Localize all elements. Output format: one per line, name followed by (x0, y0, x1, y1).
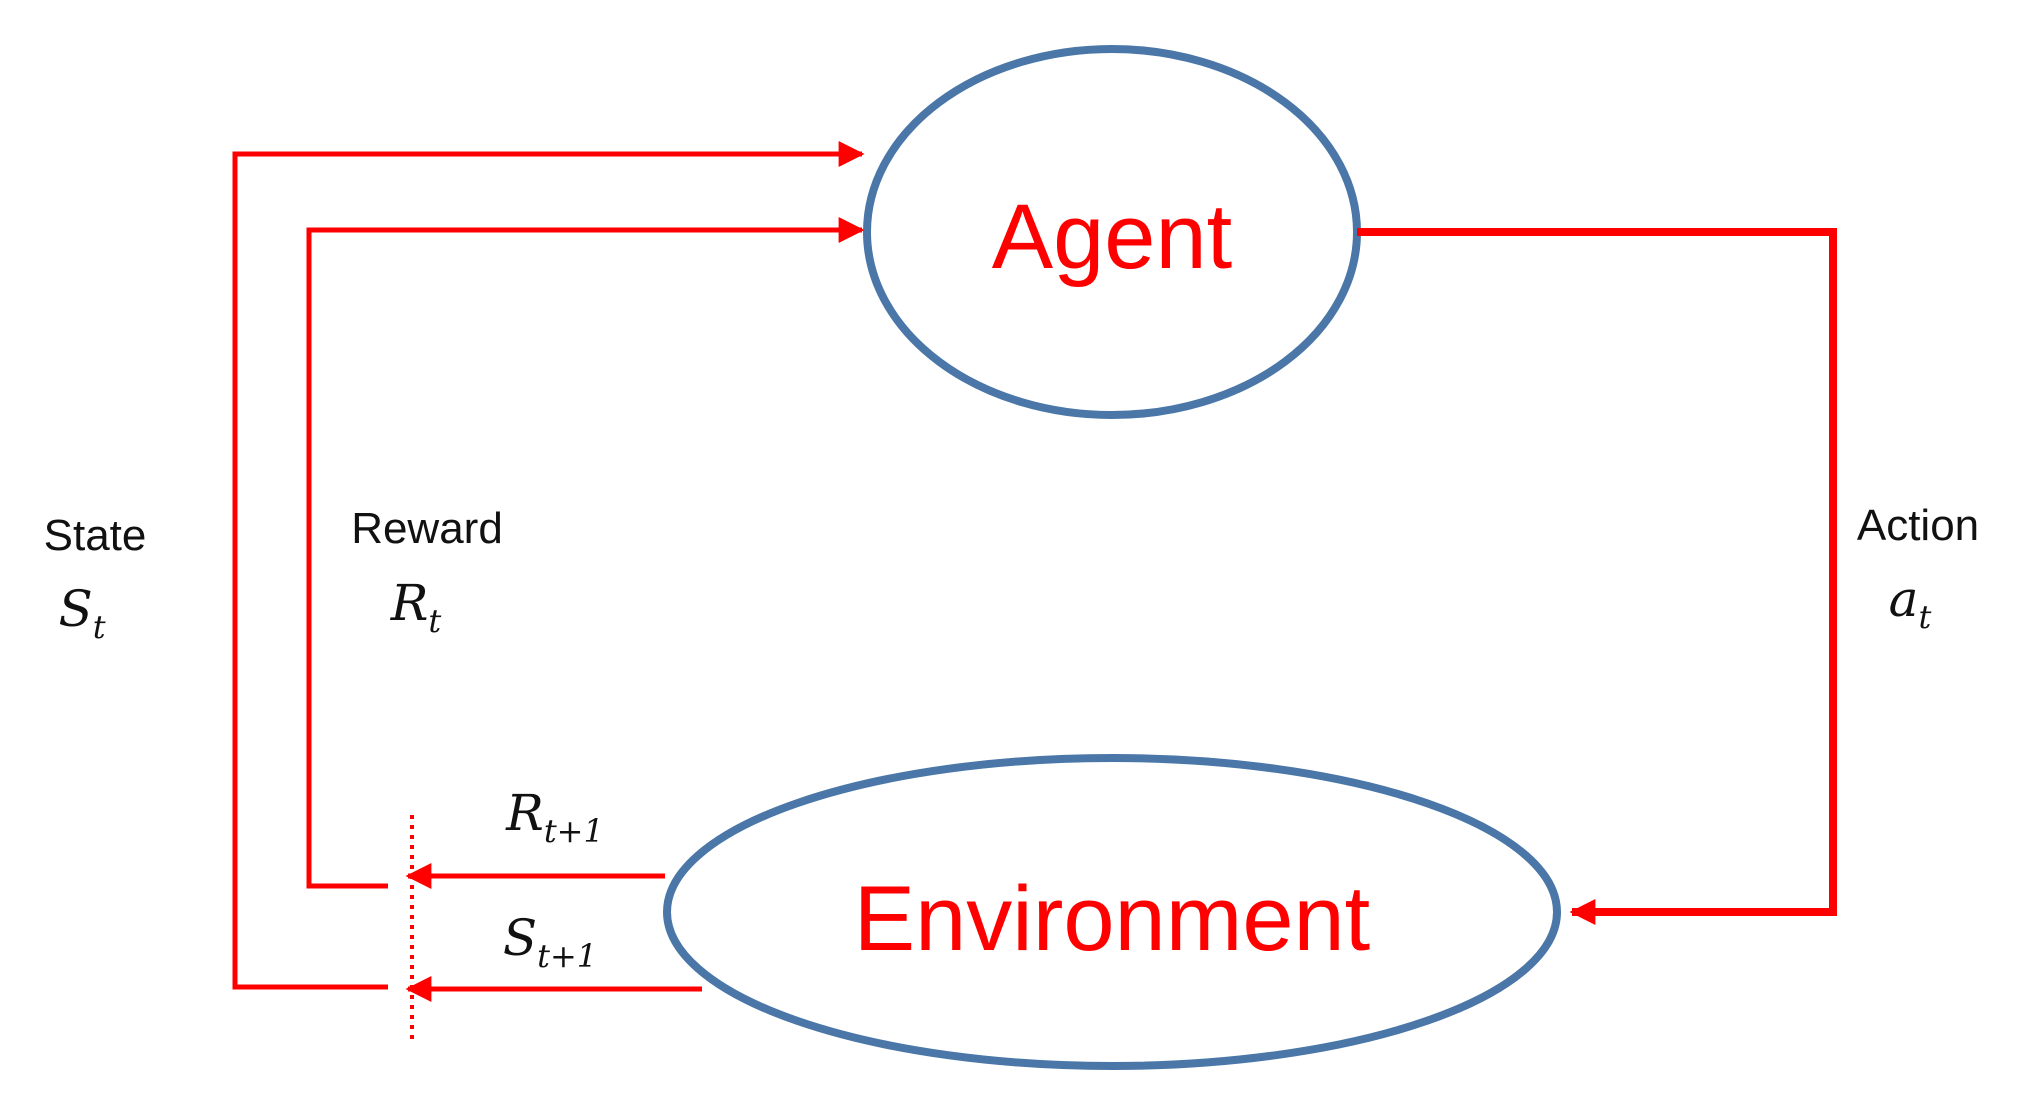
state-word-label: State (44, 511, 147, 560)
reward-symbol-label: Rt (390, 574, 442, 640)
reward-loop-arrow (306, 217, 865, 889)
state-next-label: St+1 (503, 909, 597, 975)
action-symbol-label: at (1889, 570, 1932, 636)
action-word-label: Action (1857, 501, 1979, 550)
environment-ellipse (663, 754, 1561, 1070)
state-loop-arrow (232, 141, 865, 990)
reward-word-label: Reward (351, 504, 503, 553)
reward-next-label: Rt+1 (505, 784, 604, 850)
action-arrow (1357, 228, 1837, 925)
agent-label: Agent (992, 186, 1232, 288)
environment-label: Environment (854, 868, 1370, 970)
state-symbol-label: St (58, 580, 105, 646)
